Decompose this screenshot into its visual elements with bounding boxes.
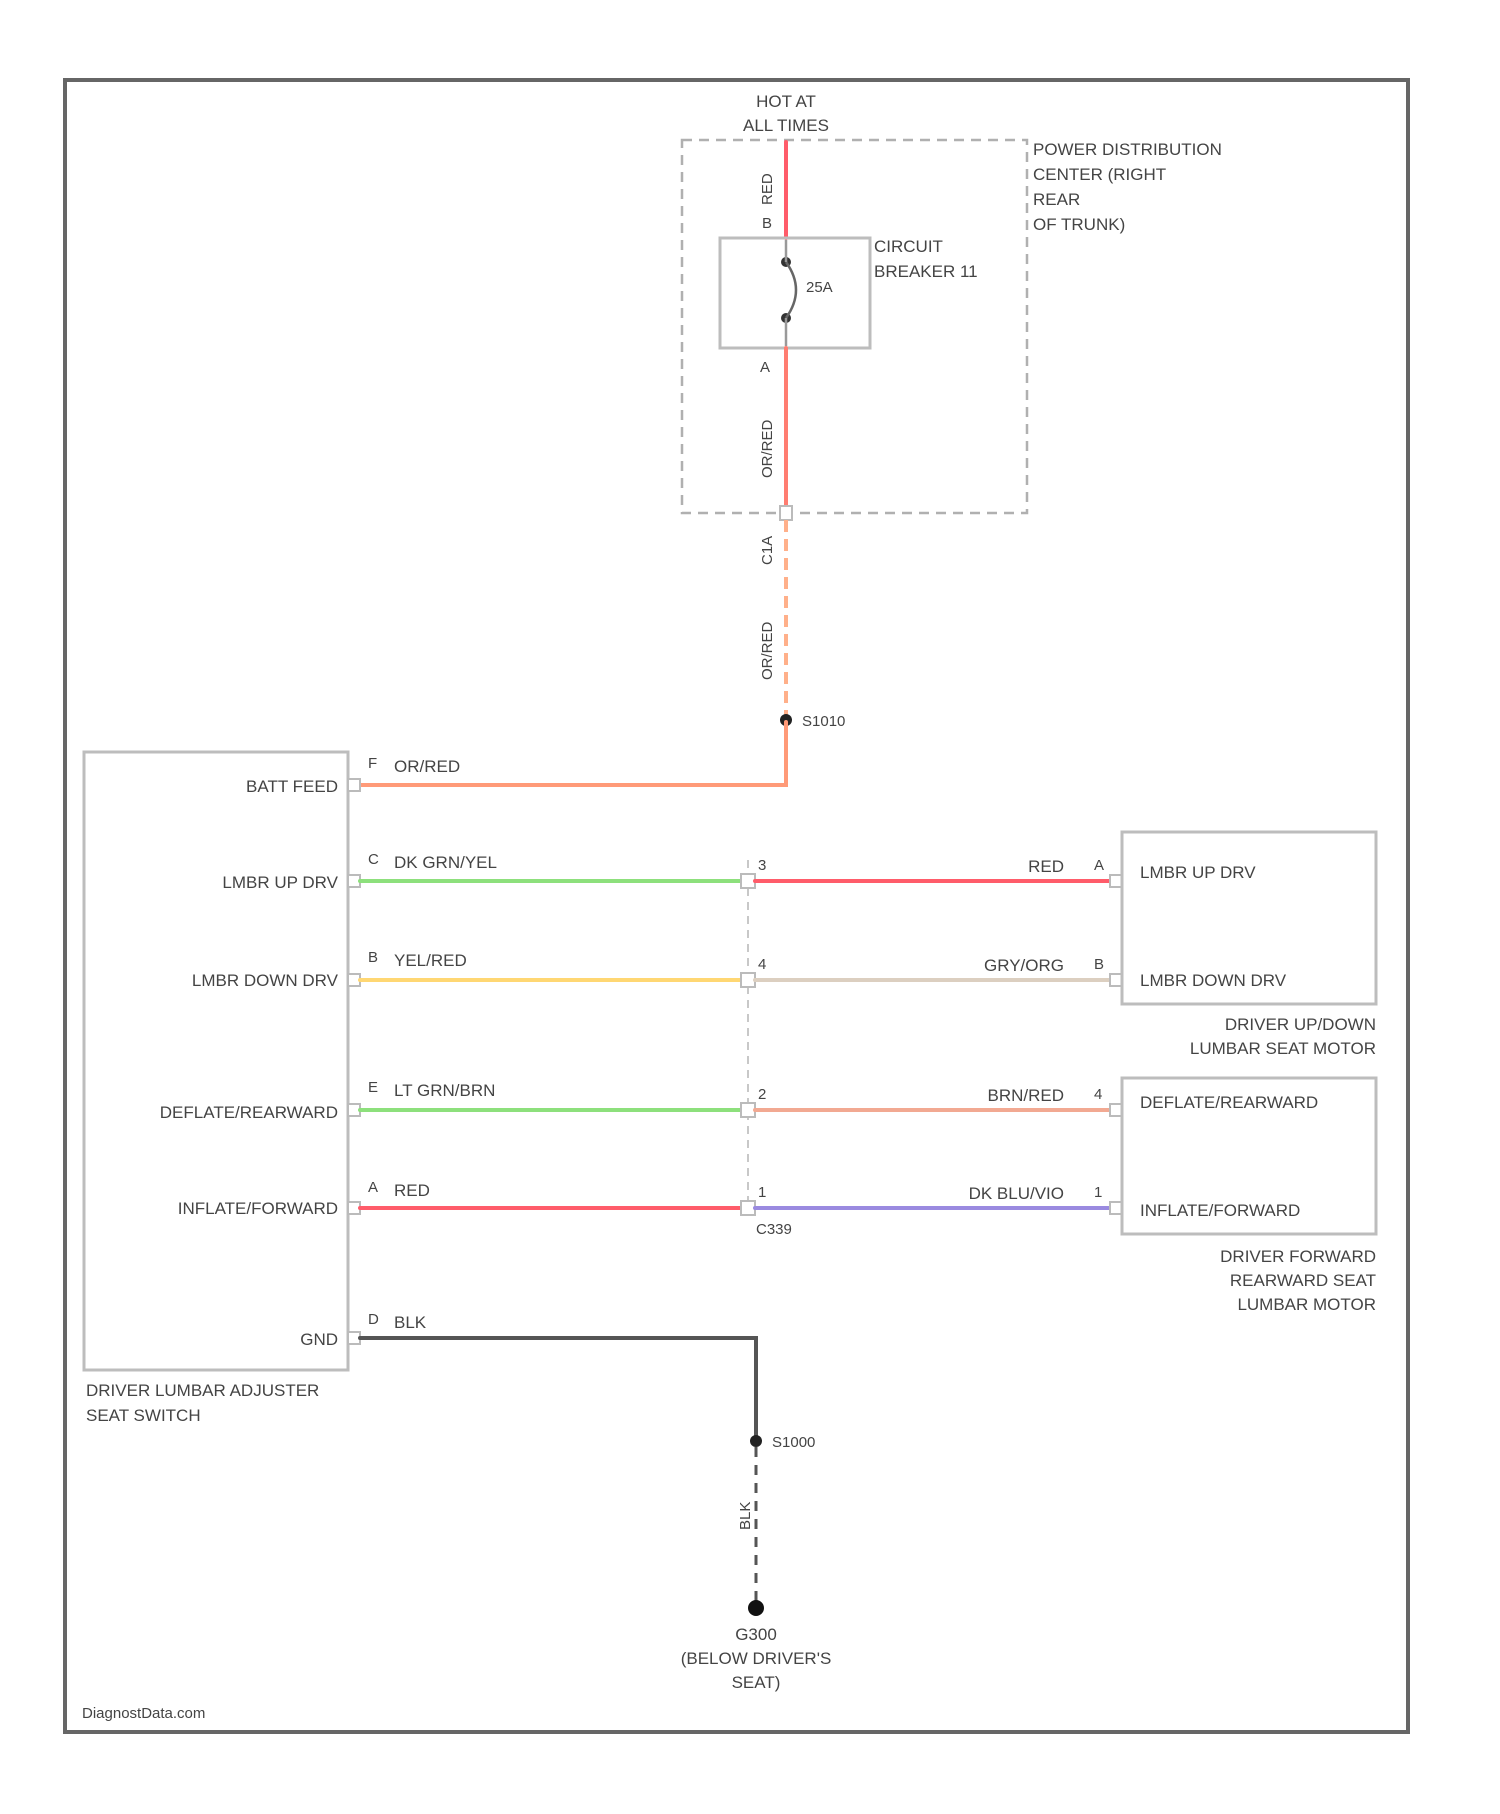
wire-label-or-red-dashed: OR/RED — [759, 621, 776, 680]
power-distribution-center — [682, 140, 1027, 513]
switch-pin-label-lmbr-down: LMBR DOWN DRV — [192, 971, 339, 990]
fwdrear-motor-name-line-3: LUMBAR MOTOR — [1237, 1295, 1376, 1314]
wire-label-lmbr-up-right: RED — [1028, 857, 1064, 876]
motor-terminals — [1110, 875, 1122, 1214]
switch-name-line-1: DRIVER LUMBAR ADJUSTER — [86, 1381, 319, 1400]
ground-point-g300 — [748, 1600, 764, 1616]
pdc-connector — [780, 506, 792, 520]
wire-gnd-blk — [360, 1338, 756, 1438]
breaker-top-pin: B — [762, 215, 772, 232]
connector-pin-1: 1 — [758, 1184, 766, 1201]
wire-label-inflate-right: DK BLU/VIO — [969, 1184, 1064, 1203]
updown-motor-pin-label-down: LMBR DOWN DRV — [1140, 971, 1287, 990]
switch-name-line-2: SEAT SWITCH — [86, 1406, 201, 1425]
ground-location-line-1: (BELOW DRIVER'S — [681, 1649, 832, 1668]
switch-pin-label-batt-feed: BATT FEED — [246, 777, 338, 796]
splice-s1000 — [750, 1435, 762, 1447]
ground-location-line-2: SEAT) — [732, 1673, 781, 1692]
updown-motor-name-line-1: DRIVER UP/DOWN — [1225, 1015, 1376, 1034]
switch-pin-label-deflate: DEFLATE/REARWARD — [160, 1103, 338, 1122]
breaker-bottom-pin: A — [760, 359, 770, 376]
watermark: DiagnostData.com — [82, 1705, 205, 1722]
switch-pin-label-gnd: GND — [300, 1330, 338, 1349]
wire-label-deflate-left: LT GRN/BRN — [394, 1081, 495, 1100]
wire-label-inflate-left: RED — [394, 1181, 430, 1200]
switch-pin-f: F — [368, 755, 377, 772]
pdc-label-line-2: CENTER (RIGHT — [1033, 165, 1166, 184]
switch-pin-d: D — [368, 1311, 379, 1328]
motor-pin-4: 4 — [1094, 1086, 1102, 1103]
breaker-label-line-1: CIRCUIT — [874, 237, 943, 256]
wire-label-batt-feed: OR/RED — [394, 757, 460, 776]
diagram-frame — [65, 80, 1408, 1732]
motor-pin-b: B — [1094, 956, 1104, 973]
updown-motor-pin-label-up: LMBR UP DRV — [1140, 863, 1256, 882]
all-times-label: ALL TIMES — [743, 116, 829, 135]
switch-pin-label-lmbr-up: LMBR UP DRV — [222, 873, 338, 892]
switch-pin-e: E — [368, 1079, 378, 1096]
switch-pin-label-inflate: INFLATE/FORWARD — [178, 1199, 338, 1218]
lumbar-switch-box — [84, 752, 348, 1370]
wire-label-or-red-pdc: OR/RED — [759, 419, 776, 478]
wire-label-deflate-right: BRN/RED — [987, 1086, 1064, 1105]
breaker-element — [786, 262, 796, 318]
fwdrear-motor-name-line-1: DRIVER FORWARD — [1220, 1247, 1376, 1266]
wire-label-lmbr-down-right: GRY/ORG — [984, 956, 1064, 975]
connector-c339-label: C339 — [756, 1221, 792, 1238]
fwdrear-motor-pin-label-inflate: INFLATE/FORWARD — [1140, 1201, 1300, 1220]
pdc-label-line-4: OF TRUNK) — [1033, 215, 1125, 234]
switch-pin-b: B — [368, 949, 378, 966]
updown-motor-name-line-2: LUMBAR SEAT MOTOR — [1190, 1039, 1376, 1058]
motor-pin-1: 1 — [1094, 1184, 1102, 1201]
switch-terminals — [348, 779, 360, 1344]
breaker-label-line-2: BREAKER 11 — [874, 262, 978, 281]
pdc-label-line-3: REAR — [1033, 190, 1080, 209]
wire-label-gnd-dashed: BLK — [737, 1502, 754, 1530]
switch-pin-a: A — [368, 1179, 378, 1196]
pdc-connector-pin: C1A — [759, 536, 776, 565]
wire-label-lmbr-up-left: DK GRN/YEL — [394, 853, 497, 872]
wire-label-red-top: RED — [759, 173, 776, 205]
fwdrear-motor-pin-label-deflate: DEFLATE/REARWARD — [1140, 1093, 1318, 1112]
ground-name: G300 — [735, 1625, 777, 1644]
fwdrear-motor-name-line-2: REARWARD SEAT — [1230, 1271, 1376, 1290]
breaker-rating: 25A — [806, 279, 833, 296]
connector-pin-4: 4 — [758, 956, 766, 973]
switch-pin-c: C — [368, 851, 379, 868]
wire-label-lmbr-down-left: YEL/RED — [394, 951, 467, 970]
splice-s1000-label: S1000 — [772, 1434, 815, 1451]
pdc-label-line-1: POWER DISTRIBUTION — [1033, 140, 1222, 159]
connector-pin-3: 3 — [758, 857, 766, 874]
motor-pin-a: A — [1094, 857, 1104, 874]
connector-pin-2: 2 — [758, 1086, 766, 1103]
splice-s1010-label: S1010 — [802, 713, 845, 730]
hot-at-label: HOT AT — [756, 92, 816, 111]
wire-label-gnd: BLK — [394, 1313, 427, 1332]
